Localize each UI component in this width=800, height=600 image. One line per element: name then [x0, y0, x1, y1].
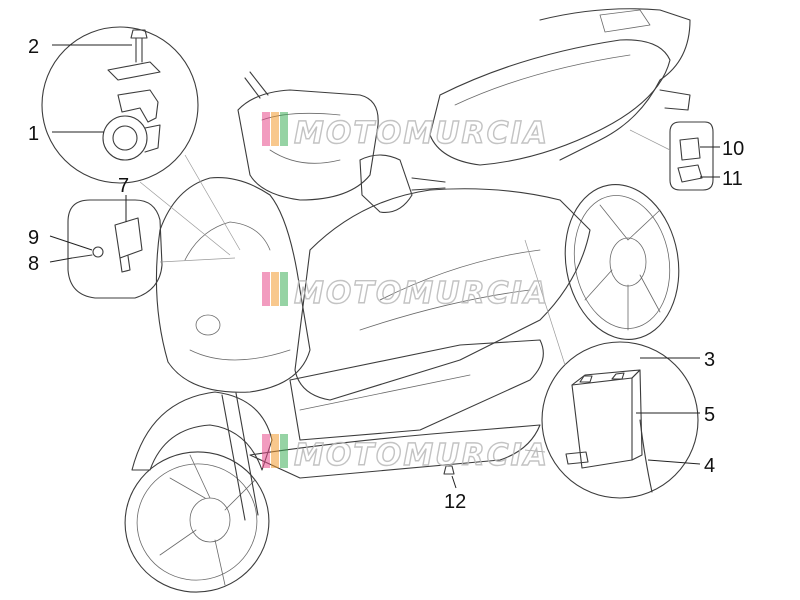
callout-4: 4 [704, 455, 715, 477]
callout-1: 1 [28, 123, 39, 145]
front-wheel [124, 451, 270, 593]
detail-battery [524, 239, 699, 499]
watermark-stripe [280, 112, 288, 146]
front-shield [155, 177, 311, 393]
leader-12 [451, 475, 457, 489]
front-fork [221, 392, 259, 521]
handlebar-cover [237, 89, 379, 201]
leader-4 [647, 459, 701, 465]
watermark-stripe [262, 112, 270, 146]
lower-fairing [249, 424, 541, 479]
side-panel [294, 188, 591, 401]
watermark-text: MOTOMURCIA [294, 116, 549, 151]
watermark-stripe [280, 434, 288, 468]
tail-body [539, 8, 691, 161]
watermark-stripe [280, 272, 288, 306]
watermark-2: MOTOMURCIA [262, 272, 549, 312]
floorboard [289, 339, 544, 441]
callout-7: 7 [118, 175, 129, 197]
seat [429, 39, 671, 166]
callout-12: 12 [444, 491, 466, 513]
callout-5: 5 [704, 404, 715, 426]
callout-3: 3 [704, 349, 715, 371]
watermark-stripe [271, 112, 279, 146]
detail-horn [41, 26, 241, 256]
detail-relay [67, 199, 236, 299]
watermark-text: MOTOMURCIA [294, 276, 549, 311]
rear-wheel [564, 184, 680, 340]
leader-8 [49, 257, 73, 263]
part-12-fastener [443, 465, 455, 475]
callout-8: 8 [28, 253, 39, 275]
callouts: 2 1 7 9 8 10 11 3 5 4 12 [28, 36, 744, 513]
callout-10: 10 [722, 138, 744, 160]
callout-11: 11 [722, 168, 743, 190]
leader-9 [49, 235, 93, 251]
scooter-drawing [124, 8, 691, 593]
callout-9: 9 [28, 227, 39, 249]
watermark-3: MOTOMURCIA [262, 434, 549, 474]
front-fender [131, 391, 273, 471]
watermark-1: MOTOMURCIA [262, 112, 549, 152]
watermark-text: MOTOMURCIA [294, 438, 549, 473]
watermark-stripe [262, 272, 270, 306]
watermark-stripe [271, 272, 279, 306]
callout-2: 2 [28, 36, 39, 58]
detail-relays-10-11 [629, 121, 714, 191]
watermark-stripe [271, 434, 279, 468]
watermark-stripe [262, 434, 270, 468]
